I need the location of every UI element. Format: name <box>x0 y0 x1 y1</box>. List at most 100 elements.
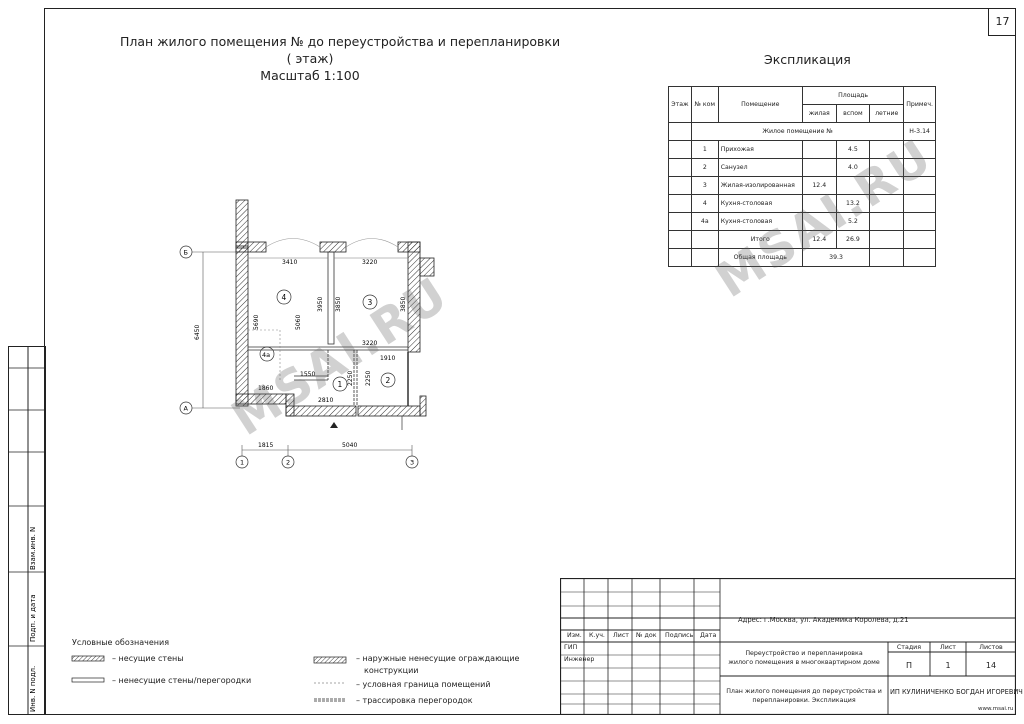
header-living: жилая <box>801 104 837 123</box>
header-floor: Этаж <box>668 86 692 123</box>
plan-title-line2: ( этаж) <box>286 51 334 66</box>
replace-inv-label: Взам.инв. N <box>29 527 37 570</box>
stage-label: Стадия <box>896 644 922 651</box>
legend-partitions: – ненесущие стены/перегородки <box>112 676 252 685</box>
dim-5690: 5690 <box>253 315 260 330</box>
project-line2: жилого помещения в многоквартирном доме <box>728 659 880 666</box>
dim-2250-a: 2250 <box>347 371 354 386</box>
sheets-label: Листов <box>979 644 1003 651</box>
role-gip: ГИП <box>564 644 578 651</box>
wall-top-left <box>235 241 267 253</box>
room-marker-3 <box>362 294 378 310</box>
plan-scale: Масштаб 1:100 <box>260 68 360 83</box>
axis-marker-a <box>179 401 193 415</box>
header-room: Помещение <box>717 86 803 123</box>
group-label: Жилое помещение № <box>690 122 905 141</box>
svg-text:4а: 4а <box>262 351 270 359</box>
legend-load-bearing: – несущие стены <box>112 654 184 663</box>
legend-symbols <box>71 655 105 683</box>
sheet-number: 17 <box>988 8 1016 36</box>
address: Адрес: г.Москва, ул. Академика Королева,… <box>738 616 909 624</box>
doc-line1: План жилого помещения до переустройства … <box>726 688 882 695</box>
doc-line2: перепланировки. Экспликация <box>752 697 856 704</box>
wall-right-stub <box>419 257 435 277</box>
axis-marker-1 <box>235 455 249 469</box>
svg-text:3: 3 <box>368 298 373 307</box>
col-sign: Подпись <box>665 632 694 639</box>
sheets-value: 14 <box>985 661 997 670</box>
sheet-value: 1 <box>945 661 951 670</box>
dim-1860: 1860 <box>258 385 273 392</box>
header-area: Площадь <box>801 86 905 105</box>
wall-stub-top <box>235 199 249 249</box>
axis-marker-3 <box>405 455 419 469</box>
header-aux: вспом <box>835 104 871 123</box>
inv-no-label: Инв. N подл. <box>29 666 37 712</box>
svg-text:2: 2 <box>386 376 391 385</box>
svg-text:1: 1 <box>338 380 343 389</box>
svg-text:1: 1 <box>240 459 244 467</box>
header-room-no: № ком <box>690 86 719 123</box>
axis-label-a: А <box>184 405 189 413</box>
drawing-frame <box>44 8 1016 715</box>
legend-external-cont: конструкции <box>364 666 419 675</box>
role-engineer: Инженер <box>564 656 595 663</box>
left-margin-strip: Взам.инв. N Подп. и дата Инв. N подл. <box>8 346 46 715</box>
dim-1550: 1550 <box>300 371 315 378</box>
col-doc: № док <box>636 632 657 639</box>
legend-tracing: – трассировка перегородок <box>356 696 473 705</box>
dim-3950: 3950 <box>317 297 324 312</box>
svg-text:2: 2 <box>286 459 290 467</box>
header-summer: летние <box>869 104 905 123</box>
sheet-label: Лист <box>940 644 956 651</box>
col-izm: Изм. <box>567 632 582 639</box>
col-date: Дата <box>700 632 717 639</box>
dim-6450: 6450 <box>194 325 201 340</box>
axis-label-b: Б <box>184 249 188 257</box>
group-note: Н-3.14 <box>903 122 936 141</box>
dim-3410: 3410 <box>282 259 297 266</box>
wall-left <box>235 245 249 407</box>
dim-1910: 1910 <box>380 355 395 362</box>
room-marker-4 <box>276 289 292 305</box>
legend-room-boundary: – условная граница помещений <box>356 680 491 689</box>
dim-3220-top: 3220 <box>362 259 377 266</box>
dim-2810: 2810 <box>318 397 333 404</box>
room-marker-1 <box>332 376 348 392</box>
col-kuch: К.уч. <box>589 632 605 639</box>
wall-bottom-mid <box>285 405 357 417</box>
dim-3220-mid: 3220 <box>362 340 377 347</box>
sign-date-label: Подп. и дата <box>29 594 37 642</box>
dim-3850-b: 3850 <box>400 297 407 312</box>
dim-1815: 1815 <box>258 442 273 449</box>
project-line1: Переустройство и перепланировка <box>745 650 863 657</box>
legend-title: Условные обозначения <box>72 638 170 647</box>
website: www.msai.ru <box>978 706 1014 712</box>
room-marker-2 <box>380 372 396 388</box>
svg-text:3: 3 <box>410 459 414 467</box>
company-name: ИП КУЛИНИЧЕНКО БОГДАН ИГОРЕВИЧ <box>890 688 1023 696</box>
wall-bottom-right-stub <box>419 395 427 417</box>
svg-text:4: 4 <box>282 293 287 302</box>
explication-table: Этаж № ком Помещение Площадь Примеч. жил… <box>668 86 936 267</box>
dim-2250-b: 2250 <box>365 371 372 386</box>
stage-value: П <box>905 661 912 670</box>
wall-bottom-right <box>357 405 421 417</box>
legend-external: – наружные ненесущие ограждающие <box>356 654 520 663</box>
wall-top-mid <box>319 241 347 253</box>
wall-right <box>407 241 421 353</box>
entrance-arrow-icon <box>330 422 338 428</box>
axis-marker-b <box>179 245 193 259</box>
room-marker-4a <box>259 346 275 362</box>
explication-title: Экспликация <box>764 52 851 67</box>
header-note: Примеч. <box>903 86 936 123</box>
overall-row: Общая площадь 39.3 <box>668 248 936 267</box>
dim-3850-a: 3850 <box>335 297 342 312</box>
dim-5040: 5040 <box>342 442 357 449</box>
floor-plan: 6450 Б А 3410 3220 5690 5060 3950 3850 3… <box>179 199 435 469</box>
plan-title-line1: План жилого помещения № до переустройств… <box>120 34 561 49</box>
title-block <box>560 578 1016 715</box>
